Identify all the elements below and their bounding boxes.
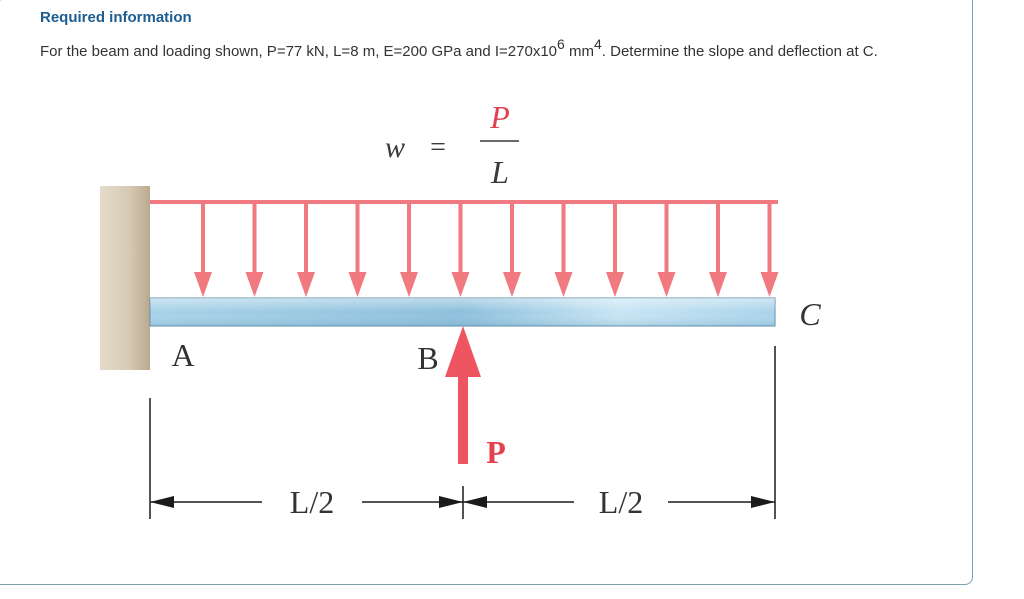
exponent-6: 6	[557, 36, 565, 52]
dimension-lines	[149, 346, 776, 519]
load-denominator: L	[490, 154, 509, 190]
fixed-support-wall	[100, 186, 150, 370]
section-heading: Required information	[40, 9, 192, 26]
distributed-load	[150, 200, 779, 297]
question-card	[0, 0, 973, 585]
load-arrow	[400, 202, 418, 297]
load-equals: =	[430, 132, 446, 163]
exponent-4: 4	[593, 36, 602, 52]
force-label-P: P	[486, 434, 506, 470]
beam	[149, 297, 776, 327]
load-arrow	[554, 202, 573, 297]
load-arrow	[348, 202, 367, 297]
problem-text-part1: For the beam and loading shown, P=77 kN,…	[40, 43, 558, 60]
load-arrows	[194, 202, 779, 297]
dimension-label-right: L/2	[599, 484, 643, 520]
problem-text-part2: . Determine the slope and deflection at …	[601, 43, 878, 60]
load-arrow	[451, 202, 470, 297]
load-arrow	[503, 202, 521, 297]
load-arrow	[709, 202, 727, 297]
load-label: w = P L	[385, 99, 519, 190]
load-arrow	[760, 202, 779, 297]
problem-statement: For the beam and loading shown, P=77 kN,…	[40, 37, 940, 61]
load-arrow	[194, 202, 212, 297]
load-arrow	[245, 202, 264, 297]
load-numerator: P	[489, 99, 510, 135]
load-arrow	[606, 202, 624, 297]
problem-text-unit: mm	[564, 43, 594, 60]
load-arrow	[657, 202, 676, 297]
point-label-B: B	[417, 340, 438, 376]
dimension-label-left: L/2	[290, 484, 334, 520]
point-label-C: C	[799, 296, 821, 332]
load-w-symbol: w	[385, 131, 405, 164]
concentrated-force	[445, 326, 481, 464]
load-arrow	[297, 202, 315, 297]
point-label-A: A	[171, 337, 194, 373]
